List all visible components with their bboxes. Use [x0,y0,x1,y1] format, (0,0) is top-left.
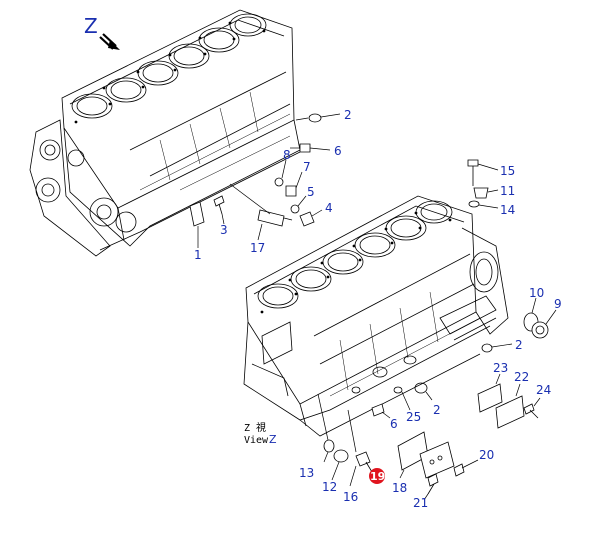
callout-labels: 2 6 8 7 5 4 3 1 17 15 11 14 10 9 2 23 22… [194,108,562,510]
callout-label[interactable]: 6 [334,144,342,158]
view-caption-letter: Z [269,433,277,446]
part-plug-9 [531,309,557,339]
callout-label[interactable]: 13 [299,466,314,480]
part-bolt-24 [523,397,541,419]
callout-label[interactable]: 18 [392,481,407,495]
part-bolt-21 [423,473,439,501]
callout-highlight-circle[interactable] [369,468,385,484]
callout-label[interactable]: 25 [406,410,421,424]
part-ring-14 [468,200,499,209]
callout-label-highlighted[interactable]: 19 [370,470,385,483]
callout-label[interactable]: 9 [554,297,562,311]
part-cap-13 [323,439,335,463]
part-ring-5 [290,195,307,214]
part-bolt-3 [213,195,225,225]
part-cover-19 [419,441,455,479]
part-plug-6a [299,143,331,153]
callout-label[interactable]: 14 [500,203,515,217]
callout-label[interactable]: 5 [307,185,315,199]
part-sensor-17 [229,183,293,241]
part-plug-12 [331,449,349,481]
callout-label[interactable]: 6 [390,417,398,431]
callout-label[interactable]: 24 [536,383,551,397]
part-gasket-23 [477,373,503,413]
callout-label[interactable]: 20 [479,448,494,462]
part-bolt-16 [349,451,373,487]
view-caption-line1: Z 視 [244,421,266,434]
part-plug-6b [371,403,391,419]
part-plug-2a [308,113,341,123]
part-ring-25 [393,386,411,411]
callout-label[interactable]: 3 [220,223,228,237]
callout-label[interactable]: 8 [283,148,291,162]
callout-label[interactable]: 15 [500,164,515,178]
part-ring-2b [481,343,513,353]
callout-label[interactable]: 1 [194,248,202,262]
part-plug-11 [473,187,499,199]
part-plug-7 [285,171,303,197]
part-bolt-20 [453,459,479,477]
callout-label[interactable]: 2 [433,403,441,417]
part-cover-22 [495,383,525,429]
part-ring-8 [274,159,287,187]
view-caption-prefix: View [244,435,269,446]
view-marker-letter: Z [84,14,98,38]
part-ring-2c [414,382,433,401]
view-direction-arrow [99,33,120,50]
part-sensor-1 [189,201,205,248]
view-caption: Z 視 View Z [244,421,277,446]
callout-label[interactable]: 11 [500,184,515,198]
callout-label[interactable]: 16 [343,490,358,504]
callout-label[interactable]: 22 [514,370,529,384]
callout-label[interactable]: 21 [413,496,428,510]
callout-label[interactable]: 17 [250,241,265,255]
callout-label[interactable]: 12 [322,480,337,494]
part-plug-4 [299,209,323,227]
callout-label[interactable]: 2 [515,338,523,352]
engine-block-upper [29,9,301,257]
callout-label[interactable]: 23 [493,361,508,375]
callout-label[interactable]: 2 [344,108,352,122]
callout-label[interactable]: 10 [529,286,544,300]
engine-block-lower [243,195,509,437]
callout-label[interactable]: 7 [303,160,311,174]
callout-label[interactable]: 4 [325,201,333,215]
part-bolt-15 [467,159,499,186]
